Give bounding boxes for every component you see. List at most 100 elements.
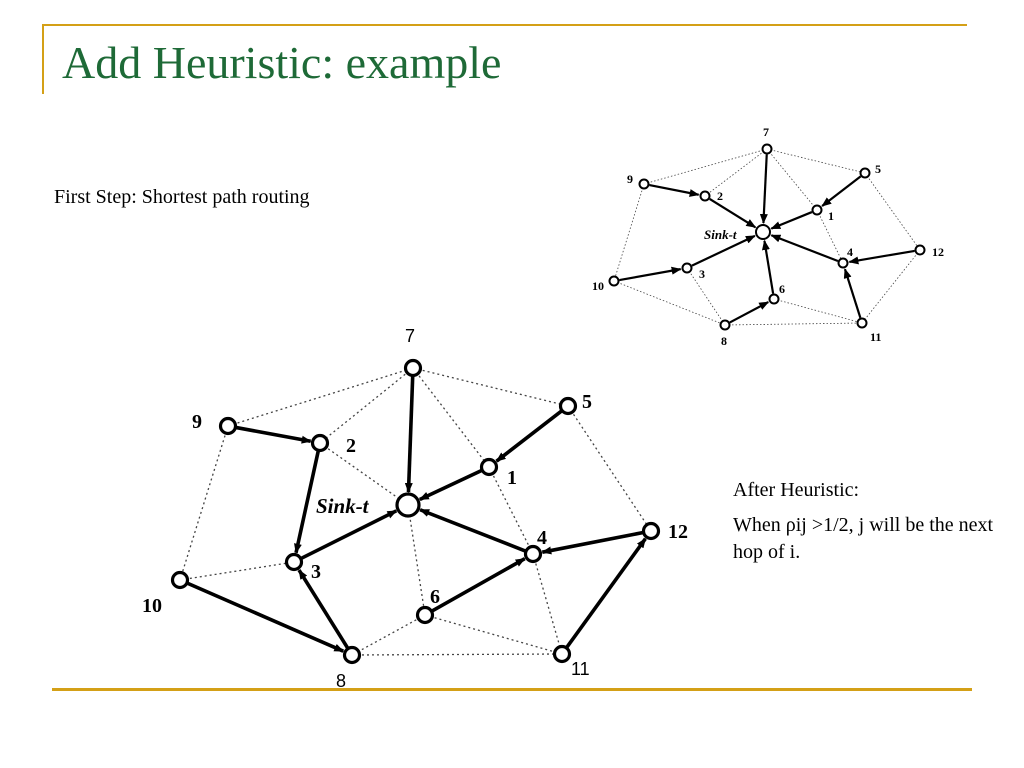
node-label-11: 11 bbox=[571, 659, 590, 679]
link-7-5 bbox=[766, 148, 866, 174]
first-step-caption: First Step: Shortest path routing bbox=[54, 186, 310, 208]
arrow-7-to-sink-t bbox=[759, 154, 768, 225]
node-label-1: 1 bbox=[828, 209, 834, 223]
node-2 bbox=[699, 190, 711, 202]
node-label-12: 12 bbox=[668, 521, 688, 543]
node-label-3: 3 bbox=[311, 561, 321, 583]
node-5 bbox=[859, 167, 871, 179]
arrow-5-to-1 bbox=[495, 409, 563, 463]
link-5-12 bbox=[567, 405, 652, 532]
node-label-4: 4 bbox=[537, 527, 547, 549]
arrow-8-to-6 bbox=[729, 301, 770, 324]
link-8-11 bbox=[351, 653, 563, 656]
bottom-divider-line bbox=[52, 688, 972, 691]
arrow-2-to-sink-t bbox=[709, 197, 757, 229]
after-heuristic-heading: After Heuristic: bbox=[733, 479, 860, 501]
node-label-8: 8 bbox=[336, 671, 346, 691]
arrow-1-to-sink-t bbox=[770, 211, 813, 230]
arrow-1-to-sink-t bbox=[418, 468, 483, 502]
node-6 bbox=[768, 293, 780, 305]
node-label-7: 7 bbox=[405, 326, 415, 346]
node-label-12: 12 bbox=[932, 245, 944, 259]
arrow-9-to-2 bbox=[649, 183, 700, 197]
arrow-8-to-3 bbox=[297, 569, 350, 649]
link-7-1 bbox=[412, 367, 490, 468]
arrow-4-to-sink-t bbox=[770, 234, 839, 263]
link-3-8 bbox=[686, 267, 726, 326]
node-3 bbox=[284, 552, 304, 572]
node-label-sink-t: Sink-t bbox=[316, 494, 370, 518]
link-6-11 bbox=[424, 614, 563, 655]
link-7-5 bbox=[412, 367, 569, 407]
arrow-5-to-1 bbox=[821, 175, 862, 207]
link-6-11 bbox=[773, 298, 863, 324]
arrow-11-to-12 bbox=[565, 537, 647, 649]
arrow-6-to-4 bbox=[431, 557, 526, 613]
node-4 bbox=[837, 257, 849, 269]
arrow-9-to-2 bbox=[236, 425, 312, 444]
link-9-10 bbox=[613, 183, 645, 282]
node-10 bbox=[170, 570, 190, 590]
arrow-6-to-sink-t bbox=[761, 239, 775, 294]
node-5 bbox=[558, 396, 578, 416]
node-3 bbox=[681, 262, 693, 274]
node-9 bbox=[638, 178, 650, 190]
node-8 bbox=[719, 319, 731, 331]
node-label-9: 9 bbox=[627, 172, 633, 186]
node-label-2: 2 bbox=[717, 189, 723, 203]
link-1-4 bbox=[488, 466, 534, 555]
arrow-12-to-4 bbox=[848, 249, 915, 265]
after-heuristic-caption: After Heuristic: When ρij >1/2, j will b… bbox=[733, 477, 1003, 574]
node-label-4: 4 bbox=[847, 245, 853, 259]
slide-title: Add Heuristic: example bbox=[62, 37, 502, 88]
node-9 bbox=[218, 416, 238, 436]
link-9-7 bbox=[643, 148, 768, 185]
link-10-3 bbox=[179, 561, 295, 581]
link-9-7 bbox=[227, 367, 414, 427]
node-label-8: 8 bbox=[721, 334, 727, 348]
link-7-1 bbox=[766, 148, 818, 211]
arrow-3-to-sink-t bbox=[691, 234, 756, 267]
link-12-11 bbox=[861, 249, 921, 324]
node-label-7: 7 bbox=[763, 125, 769, 139]
link-9-10 bbox=[179, 425, 229, 581]
node-label-3: 3 bbox=[699, 267, 705, 281]
node-label-10: 10 bbox=[592, 279, 604, 293]
node-1 bbox=[479, 457, 499, 477]
node-label-10: 10 bbox=[142, 595, 162, 617]
node-7 bbox=[761, 143, 773, 155]
node-sink-t bbox=[755, 224, 771, 240]
arrow-2-to-3 bbox=[294, 450, 320, 554]
link-4-11 bbox=[532, 553, 563, 655]
link-7-2 bbox=[319, 367, 414, 444]
link-5-12 bbox=[864, 172, 921, 251]
arrow-3-to-sink-t bbox=[300, 509, 398, 560]
node-label-1: 1 bbox=[507, 467, 517, 489]
node-label-6: 6 bbox=[430, 586, 440, 608]
arrow-4-to-sink-t bbox=[419, 508, 526, 553]
node-12 bbox=[641, 521, 661, 541]
node-label-sink-t: Sink-t bbox=[704, 227, 737, 242]
node-label-5: 5 bbox=[582, 391, 592, 413]
node-12 bbox=[914, 244, 926, 256]
node-2 bbox=[310, 433, 330, 453]
arrow-12-to-4 bbox=[541, 530, 644, 555]
node-label-2: 2 bbox=[346, 435, 356, 457]
arrow-10-to-3 bbox=[619, 266, 682, 282]
node-10 bbox=[608, 275, 620, 287]
frame-left-line bbox=[42, 24, 44, 94]
arrow-11-to-4 bbox=[843, 268, 862, 319]
node-7 bbox=[403, 358, 423, 378]
link-8-11 bbox=[724, 322, 863, 326]
link-6-8 bbox=[351, 614, 426, 656]
node-label-5: 5 bbox=[875, 162, 881, 176]
node-8 bbox=[342, 645, 362, 665]
node-11 bbox=[856, 317, 868, 329]
node-label-6: 6 bbox=[779, 282, 785, 296]
node-sink-t bbox=[395, 492, 421, 518]
node-label-11: 11 bbox=[870, 330, 881, 344]
node-11 bbox=[552, 644, 572, 664]
link-1-4 bbox=[816, 209, 844, 264]
